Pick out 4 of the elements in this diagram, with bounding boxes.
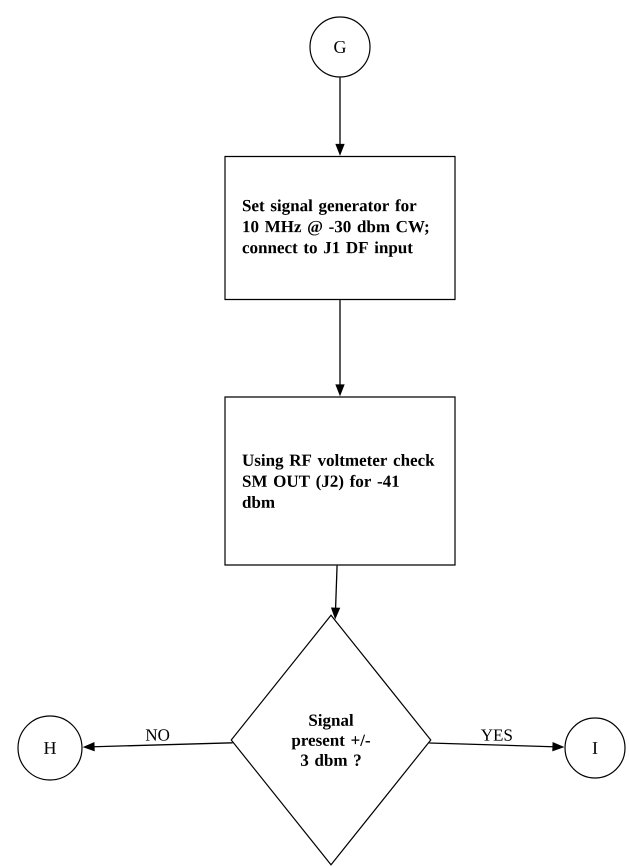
process-box: Set signal generator for 10 MHz @ -30 dbm CW; connect to J1 DF input: [224, 156, 456, 300]
process-box: Using RF voltmeter check SM OUT (J2) for -41 dbm: [224, 396, 456, 566]
edge-label: NO: [146, 729, 170, 741]
edge-label: YES: [480, 729, 512, 741]
